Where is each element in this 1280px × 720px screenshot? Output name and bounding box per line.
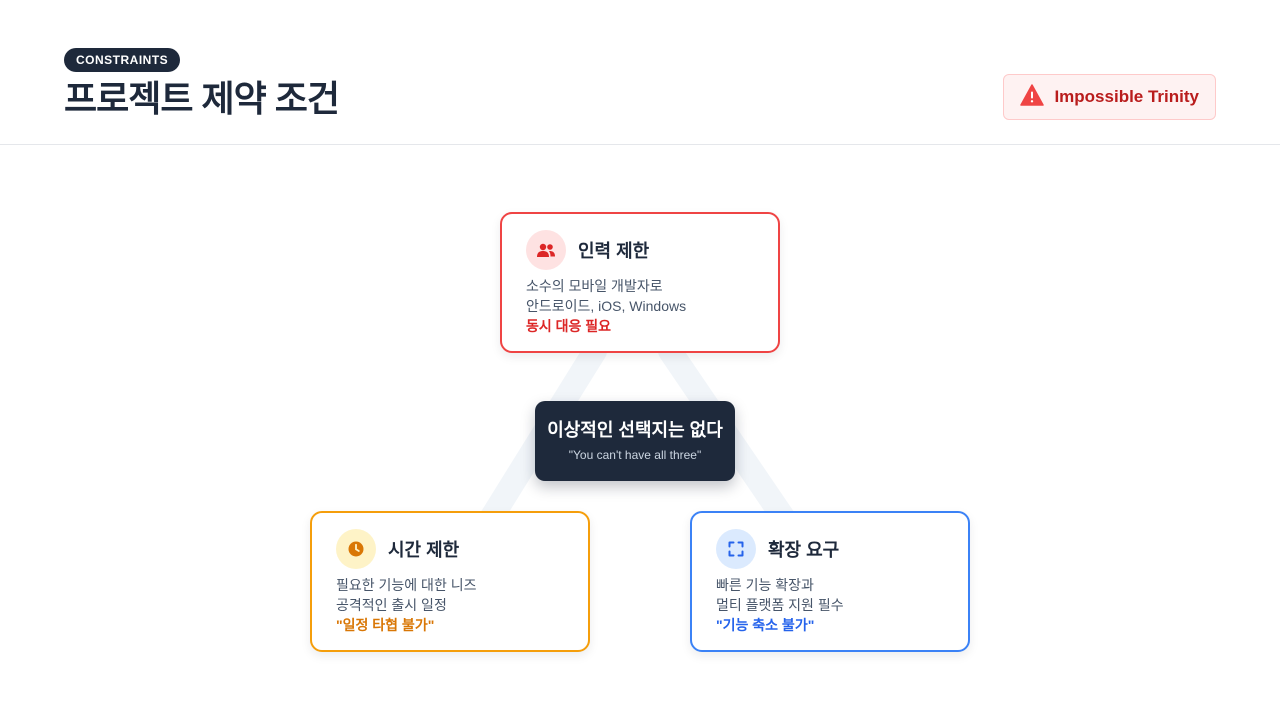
trinity-diagram: 인력 제한 소수의 모바일 개발자로 안드로이드, iOS, Windows 동… [0,146,1280,720]
card-emphasis: 동시 대응 필요 [526,318,612,334]
header: CONSTRAINTS 프로젝트 제약 조건 Impossible Trinit… [0,0,1280,145]
card-line: 소수의 모바일 개발자로 [526,278,663,294]
impossible-trinity-badge: Impossible Trinity [1003,74,1216,120]
card-line: 멀티 플랫폼 지원 필수 [716,597,844,613]
card-line: 빠른 기능 확장과 [716,577,814,593]
card-line: 안드로이드, iOS, Windows [526,298,687,314]
constraint-card-time: 시간 제한 필요한 기능에 대한 니즈 공격적인 출시 일정 "일정 타협 불가… [310,511,590,652]
center-message: 이상적인 선택지는 없다 "You can't have all three" [535,401,735,481]
card-title: 확장 요구 [768,540,840,560]
center-subtitle: "You can't have all three" [568,448,702,462]
users-icon [526,230,566,270]
card-line: 필요한 기능에 대한 니즈 [336,577,477,593]
expand-icon [716,529,756,569]
badge-label: Impossible Trinity [1054,87,1199,106]
card-title: 시간 제한 [388,540,460,560]
constraint-card-scaling: 확장 요구 빠른 기능 확장과 멀티 플랫폼 지원 필수 "기능 축소 불가" [690,511,970,652]
clock-icon [336,529,376,569]
card-emphasis: "기능 축소 불가" [716,617,815,633]
card-title: 인력 제한 [578,241,650,261]
constraint-card-staffing: 인력 제한 소수의 모바일 개발자로 안드로이드, iOS, Windows 동… [500,212,780,353]
warning-icon [1020,83,1045,111]
card-emphasis: "일정 타협 불가" [336,617,435,633]
center-title: 이상적인 선택지는 없다 [547,420,723,440]
card-line: 공격적인 출시 일정 [336,597,447,613]
section-tag: CONSTRAINTS [64,48,181,72]
page-title: 프로젝트 제약 조건 [64,78,340,119]
